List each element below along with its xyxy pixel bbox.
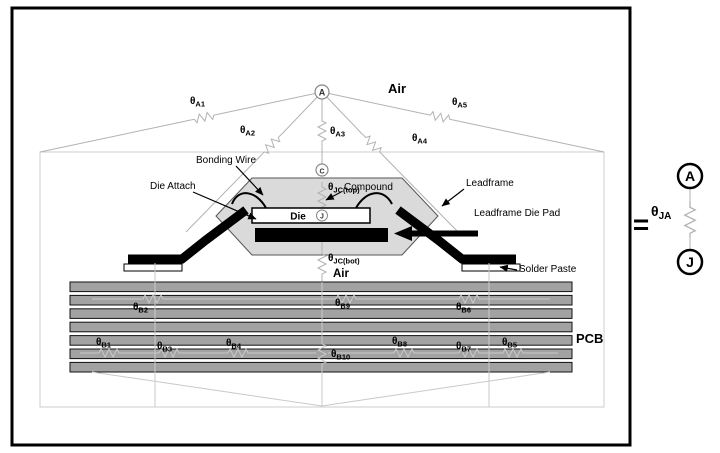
theta-symbol: θ xyxy=(456,341,461,352)
air-network-lines xyxy=(39,91,605,233)
eq-node-j-circle xyxy=(676,248,704,276)
theta-a3-label: θA3 xyxy=(330,126,345,139)
jc-bottom-branch xyxy=(317,242,327,282)
theta-symbol: θ xyxy=(331,349,336,360)
board-network-lines xyxy=(80,263,558,407)
air-mid-label: Air xyxy=(333,268,350,280)
theta-b10-label: θB10 xyxy=(331,349,350,362)
theta-symbol: θ xyxy=(335,298,340,309)
theta-symbol: θ xyxy=(392,336,397,347)
die xyxy=(251,207,371,224)
leadframe-label: Leadframe xyxy=(466,178,514,189)
theta-symbol: θ xyxy=(96,337,101,348)
compound-label: Compound xyxy=(344,182,393,193)
die-attach-label: Die Attach xyxy=(150,181,196,192)
solder-paste-left xyxy=(123,263,183,272)
theta-symbol: θ xyxy=(226,338,231,349)
theta-a2-label: θA2 xyxy=(240,125,255,138)
equivalent-circuit: A J θJA xyxy=(651,162,704,276)
theta-symbol: θ xyxy=(502,337,507,348)
eq-node-a-label: A xyxy=(685,168,695,184)
leadframe-arrow xyxy=(441,188,465,207)
theta-sub: B8 xyxy=(397,340,407,349)
theta-sub: B7 xyxy=(461,345,471,354)
theta-sub: B9 xyxy=(340,302,350,311)
bonding-wire-label: Bonding Wire xyxy=(196,155,256,166)
theta-sub: B3 xyxy=(162,345,172,354)
callout-arrows xyxy=(192,165,518,272)
die-attach-arrow xyxy=(192,191,257,220)
eq-node-j-label: J xyxy=(686,254,694,270)
leadframe-die-pad-label: Leadframe Die Pad xyxy=(474,208,560,219)
theta-b8-label: θB8 xyxy=(392,336,407,349)
theta-b3-label: θB3 xyxy=(157,341,172,354)
node-a-circle xyxy=(314,84,330,100)
theta-symbol: θ xyxy=(452,97,457,108)
theta-b5-label: θB5 xyxy=(502,337,517,350)
theta-sub: A1 xyxy=(195,100,205,109)
theta-b9-label: θB9 xyxy=(335,298,350,311)
theta-b7-label: θB7 xyxy=(456,341,471,354)
resistor-theta-ja xyxy=(684,200,696,238)
leadframe-die-pad xyxy=(255,228,388,242)
theta-sub: A3 xyxy=(335,130,345,139)
theta-sub: JA xyxy=(659,211,672,222)
theta-sub: B10 xyxy=(336,353,350,362)
theta-symbol: θ xyxy=(651,203,659,219)
equals-sign: = xyxy=(633,209,649,240)
theta-symbol: θ xyxy=(190,96,195,107)
theta-jc-bot-label: θJC(bot) xyxy=(328,253,360,266)
theta-a4-label: θA4 xyxy=(412,133,428,146)
theta-b1-label: θB1 xyxy=(96,337,111,350)
solder-paste-label: Solder Paste xyxy=(519,264,577,275)
theta-a5-label: θA5 xyxy=(452,97,467,110)
theta-b6-label: θB6 xyxy=(456,302,471,315)
theta-symbol: θ xyxy=(157,341,162,352)
node-c-circle xyxy=(315,163,329,177)
pcb-stack xyxy=(69,281,573,373)
theta-symbol: θ xyxy=(328,182,333,193)
leadframe-lead-left xyxy=(128,206,249,264)
theta-sub: B4 xyxy=(231,342,241,351)
eq-node-a-circle xyxy=(676,162,704,190)
node-c-label: C xyxy=(319,169,324,176)
theta-symbol: θ xyxy=(133,302,138,313)
node-a-label: A xyxy=(319,88,326,98)
theta-symbol: θ xyxy=(328,253,333,264)
leadframe-lead-right xyxy=(395,206,516,264)
theta-sub: A2 xyxy=(245,129,255,138)
solder-paste-right xyxy=(461,263,521,272)
theta-jc-top-label: θJC(top) xyxy=(328,182,360,195)
theta-symbol: θ xyxy=(456,302,461,313)
theta-symbol: θ xyxy=(330,126,335,137)
theta-symbol: θ xyxy=(412,133,417,144)
air-top-label: Air xyxy=(388,81,406,96)
bond-wire-left xyxy=(231,192,267,209)
node-j-circle xyxy=(316,209,328,222)
compound-arrow xyxy=(325,191,342,201)
theta-sub: JC(top) xyxy=(333,186,360,195)
theta-b2-label: θB2 xyxy=(133,302,148,315)
theta-sub: JC(bot) xyxy=(333,257,360,266)
theta-sub: B2 xyxy=(138,306,148,315)
theta-symbol: θ xyxy=(240,125,245,136)
solder-paste-arrow xyxy=(499,264,518,272)
node-j-label: J xyxy=(320,214,324,221)
theta-sub: A5 xyxy=(457,101,467,110)
theta-b4-label: θB4 xyxy=(226,338,242,351)
theta-sub: A4 xyxy=(417,137,427,146)
theta-sub: B1 xyxy=(101,341,111,350)
pcb-label: PCB xyxy=(576,331,603,346)
theta-sub: B5 xyxy=(507,341,517,350)
bond-wire-right xyxy=(355,192,393,209)
theta-a1-label: θA1 xyxy=(190,96,205,109)
leadframe-die-pad-arrow xyxy=(394,226,478,241)
theta-ja-label: θJA xyxy=(651,203,671,222)
bonding-wire-arrow xyxy=(235,165,264,196)
theta-sub: B6 xyxy=(461,306,471,315)
die-label: Die xyxy=(290,212,306,223)
